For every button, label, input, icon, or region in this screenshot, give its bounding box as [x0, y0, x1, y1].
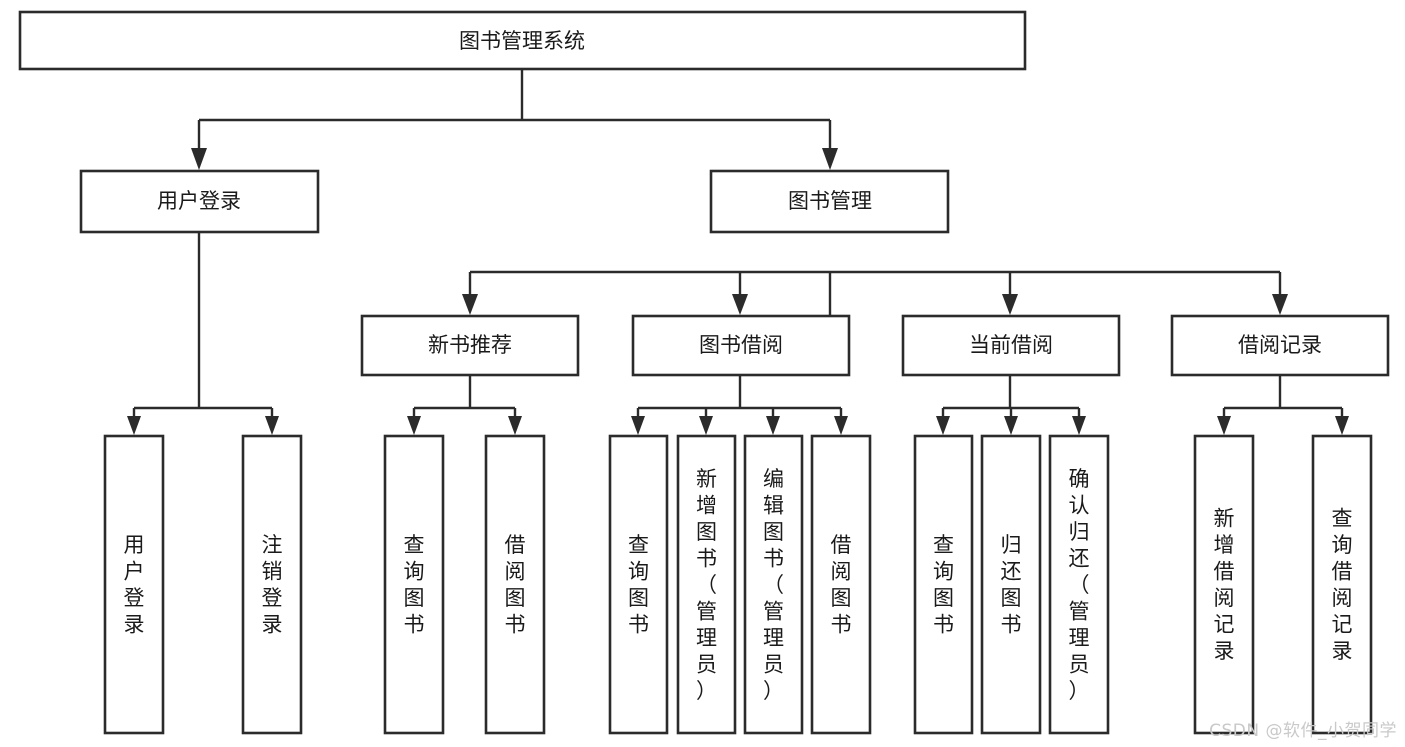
node-current-borrow-box[interactable]: [901, 314, 1121, 377]
node-leaf-add-borrow-record-label: 新增借阅记录: [1214, 507, 1235, 664]
arrow-to-new-book-recommend: [462, 294, 478, 315]
node-leaf-return-book[interactable]: 归还图书: [980, 434, 1042, 735]
arrow-to-book-borrow: [732, 294, 748, 315]
node-current-borrow[interactable]: 当前借阅: [901, 314, 1121, 377]
node-root-label: 图书管理系统: [459, 29, 585, 53]
node-leaf-query-book-current[interactable]: 查询图书: [913, 434, 974, 735]
arrow-to-current-borrow: [1002, 294, 1018, 315]
arrow-to-leaf-add-borrow-record: [1217, 416, 1231, 435]
arrow-to-leaf-query-book-current: [936, 416, 950, 435]
connector-borrowrecord-to-leaves: [1222, 375, 1344, 424]
node-leaf-borrow-book-recommend-box[interactable]: [484, 434, 546, 735]
node-book-management[interactable]: 图书管理: [709, 169, 950, 234]
node-leaf-user-login[interactable]: 用户登录: [103, 434, 165, 735]
node-leaf-query-book-borrow-box[interactable]: [608, 434, 669, 735]
connector-recommend-to-leaves: [412, 375, 517, 424]
node-new-book-recommend[interactable]: 新书推荐: [360, 314, 580, 377]
arrow-to-leaf-confirm-return: [1072, 416, 1086, 435]
arrow-to-leaf-borrow-book: [834, 416, 848, 435]
node-current-borrow-label: 当前借阅: [969, 333, 1053, 357]
node-leaf-add-book-label: 新增图书（管理员）: [696, 467, 717, 703]
node-user-login-box[interactable]: [79, 169, 320, 234]
arrow-to-leaf-add-book: [699, 416, 713, 435]
connectors-layer: [127, 69, 1349, 435]
node-new-book-recommend-label: 新书推荐: [428, 333, 512, 357]
arrow-to-book-management: [822, 148, 838, 170]
node-book-borrow-label: 图书借阅: [699, 333, 783, 357]
node-user-login-label: 用户登录: [157, 189, 241, 213]
node-book-management-box[interactable]: [709, 169, 950, 234]
connector-root-to-level2: [197, 69, 832, 156]
node-leaf-user-login-box[interactable]: [103, 434, 165, 735]
node-leaf-query-book-recommend[interactable]: 查询图书: [383, 434, 445, 735]
node-leaf-query-book-recommend-box[interactable]: [383, 434, 445, 735]
arrow-to-borrow-record: [1272, 294, 1288, 315]
node-book-management-label: 图书管理: [788, 189, 872, 213]
node-user-login[interactable]: 用户登录: [79, 169, 320, 234]
node-leaf-query-book-borrow[interactable]: 查询图书: [608, 434, 669, 735]
arrow-to-leaf-query-borrow-record: [1335, 416, 1349, 435]
node-leaf-add-borrow-record-box[interactable]: [1193, 434, 1255, 735]
node-leaf-edit-book[interactable]: 编辑图书（管理员）: [743, 434, 804, 735]
node-leaf-borrow-book[interactable]: 借阅图书: [810, 434, 872, 735]
arrow-to-leaf-return-book: [1004, 416, 1018, 435]
node-leaf-query-book-recommend-label: 查询图书: [404, 533, 425, 637]
node-leaf-borrow-book-recommend[interactable]: 借阅图书: [484, 434, 546, 735]
node-book-borrow[interactable]: 图书借阅: [631, 314, 851, 377]
connector-bookborrow-to-leaves: [636, 375, 843, 424]
node-leaf-borrow-book-label: 借阅图书: [831, 533, 852, 637]
arrow-to-leaf-logout: [265, 416, 279, 435]
node-leaf-logout-label: 注销登录: [262, 533, 283, 637]
node-root[interactable]: 图书管理系统: [18, 10, 1027, 71]
node-new-book-recommend-box[interactable]: [360, 314, 580, 377]
node-borrow-record[interactable]: 借阅记录: [1170, 314, 1390, 377]
node-leaf-logout-box[interactable]: [241, 434, 303, 735]
arrow-to-leaf-borrow-book-recommend: [508, 416, 522, 435]
node-leaf-query-book-borrow-label: 查询图书: [628, 533, 649, 637]
node-leaf-edit-book-label: 编辑图书（管理员）: [763, 467, 784, 703]
node-leaf-add-borrow-record[interactable]: 新增借阅记录: [1193, 434, 1255, 735]
node-book-borrow-box[interactable]: [631, 314, 851, 377]
connector-bookmgmt-to-level3: [468, 270, 1282, 375]
arrow-to-leaf-query-book-recommend: [407, 416, 421, 435]
csdn-watermark: CSDN @软件_小贺同学: [1209, 721, 1397, 741]
node-leaf-logout[interactable]: 注销登录: [241, 434, 303, 735]
node-leaf-add-book[interactable]: 新增图书（管理员）: [676, 434, 737, 735]
node-leaf-query-borrow-record-box[interactable]: [1311, 434, 1373, 735]
node-leaf-query-book-current-label: 查询图书: [933, 533, 954, 637]
leaf-nodes-layer: 用户登录 注销登录 查询图书 借阅图书 查询图书 新增图书（管理员） 编辑图书（管理员） 借阅…: [103, 434, 1373, 735]
node-borrow-record-box[interactable]: [1170, 314, 1390, 377]
node-root-box[interactable]: [18, 10, 1027, 71]
node-leaf-borrow-book-box[interactable]: [810, 434, 872, 735]
node-leaf-borrow-book-recommend-label: 借阅图书: [505, 533, 526, 637]
node-leaf-edit-book-box[interactable]: [743, 434, 804, 735]
connector-userlogin-to-leaves: [132, 232, 274, 424]
node-leaf-user-login-label: 用户登录: [124, 533, 145, 637]
node-leaf-return-book-label: 归还图书: [1001, 533, 1022, 637]
node-leaf-confirm-return-label: 确认归还（管理员）: [1069, 467, 1090, 703]
arrow-to-leaf-query-book-borrow: [631, 416, 645, 435]
arrow-to-user-login: [191, 148, 207, 170]
arrow-to-leaf-edit-book: [766, 416, 780, 435]
node-leaf-add-book-box[interactable]: [676, 434, 737, 735]
arrow-to-leaf-user-login: [127, 416, 141, 435]
node-leaf-query-book-current-box[interactable]: [913, 434, 974, 735]
node-leaf-query-borrow-record[interactable]: 查询借阅记录: [1311, 434, 1373, 735]
node-borrow-record-label: 借阅记录: [1238, 333, 1322, 357]
node-leaf-return-book-box[interactable]: [980, 434, 1042, 735]
node-leaf-query-borrow-record-label: 查询借阅记录: [1332, 507, 1353, 664]
node-leaf-confirm-return-box[interactable]: [1048, 434, 1110, 735]
node-leaf-confirm-return[interactable]: 确认归还（管理员）: [1048, 434, 1110, 735]
